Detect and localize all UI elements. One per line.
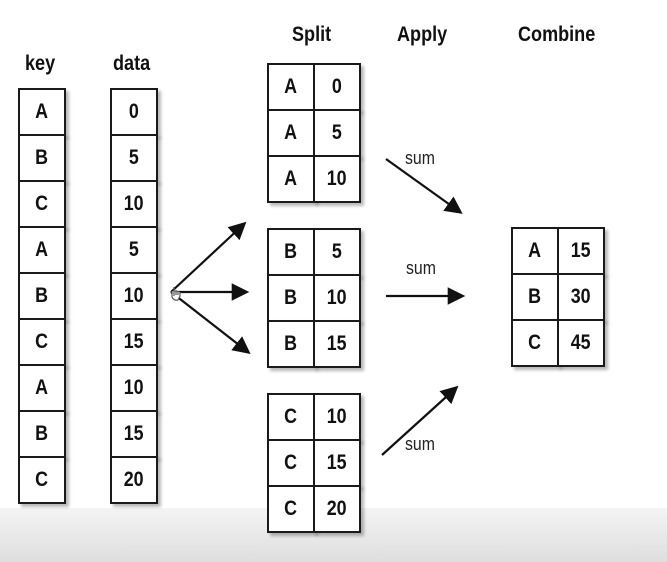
- header-combine: Combine: [518, 23, 596, 46]
- apply-label-sum: sum: [406, 258, 436, 278]
- split-key-cell: C: [267, 393, 315, 441]
- data-cell: 15: [110, 410, 158, 458]
- hand-cursor-icon: [171, 287, 181, 301]
- header-apply: Apply: [397, 23, 448, 46]
- key-cell: B: [18, 134, 66, 182]
- header-key: key: [25, 52, 56, 75]
- combined-value-cell: 15: [557, 227, 605, 275]
- data-cell: 15: [110, 318, 158, 366]
- split-key-cell: B: [267, 320, 315, 368]
- header-split: Split: [292, 23, 332, 46]
- header-data: data: [113, 52, 151, 75]
- split-key-cell: C: [267, 485, 315, 533]
- apply-label-sum: sum: [405, 148, 435, 168]
- key-cell: A: [18, 364, 66, 412]
- data-cell: 10: [110, 364, 158, 412]
- data-cell: 5: [110, 226, 158, 274]
- apply-label-sum: sum: [405, 434, 435, 454]
- split-arrow-up: [170, 221, 247, 293]
- split-value-cell: 10: [313, 155, 361, 203]
- data-cell: 5: [110, 134, 158, 182]
- key-cell: C: [18, 180, 66, 228]
- split-key-cell: A: [267, 155, 315, 203]
- data-cell: 10: [110, 272, 158, 320]
- split-value-cell: 10: [313, 393, 361, 441]
- key-cell: B: [18, 272, 66, 320]
- key-cell: B: [18, 410, 66, 458]
- key-cell: A: [18, 226, 66, 274]
- split-value-cell: 20: [313, 485, 361, 533]
- split-value-cell: 5: [313, 109, 361, 157]
- key-cell: C: [18, 456, 66, 504]
- data-cell: 20: [110, 456, 158, 504]
- key-cell: A: [18, 88, 66, 136]
- combine-arrow-a: [385, 158, 463, 214]
- data-cell: 10: [110, 180, 158, 228]
- combined-value-cell: 30: [557, 273, 605, 321]
- split-value-cell: 0: [313, 63, 361, 111]
- split-arrow-down: [170, 291, 251, 355]
- split-value-cell: 15: [313, 320, 361, 368]
- combined-value-cell: 45: [557, 319, 605, 367]
- combine-arrow-c: [381, 385, 459, 456]
